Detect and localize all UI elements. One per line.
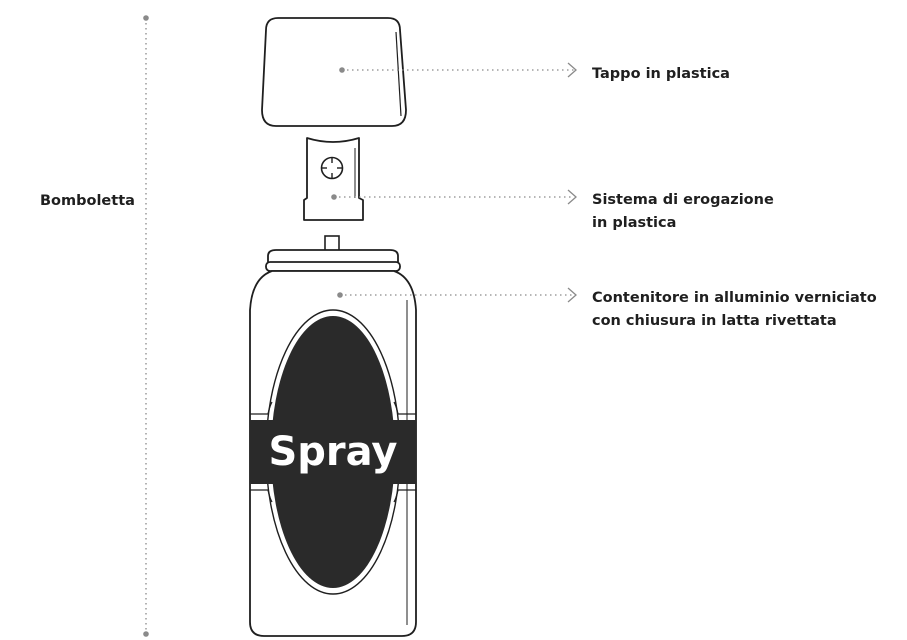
- valve-stem: [324, 235, 340, 252]
- nozzle-label-line-2: in plastica: [592, 215, 677, 231]
- cap-label-line-1: Tappo in plastica: [592, 66, 730, 82]
- cap-label: Tappo in plastica: [592, 63, 730, 86]
- group-bracket: [143, 15, 149, 637]
- group-label-text: Bomboletta: [40, 193, 135, 209]
- spray-label-graphic: Spray: [250, 309, 416, 595]
- leader-cap: [339, 62, 577, 78]
- body-label: Contenitore in alluminio verniciato con …: [592, 287, 877, 333]
- leader-nozzle: [331, 189, 577, 205]
- body-label-line-2: con chiusura in latta rivettata: [592, 313, 837, 329]
- cap-part: [261, 17, 407, 127]
- leader-body: [337, 287, 577, 303]
- group-label: Bomboletta: [40, 190, 135, 213]
- spray-label-text: Spray: [268, 429, 397, 475]
- body-label-line-1: Contenitore in alluminio verniciato: [592, 290, 877, 306]
- nozzle-label: Sistema di erogazione in plastica: [592, 189, 774, 235]
- nozzle-label-line-1: Sistema di erogazione: [592, 192, 774, 208]
- nozzle-part: [303, 137, 364, 221]
